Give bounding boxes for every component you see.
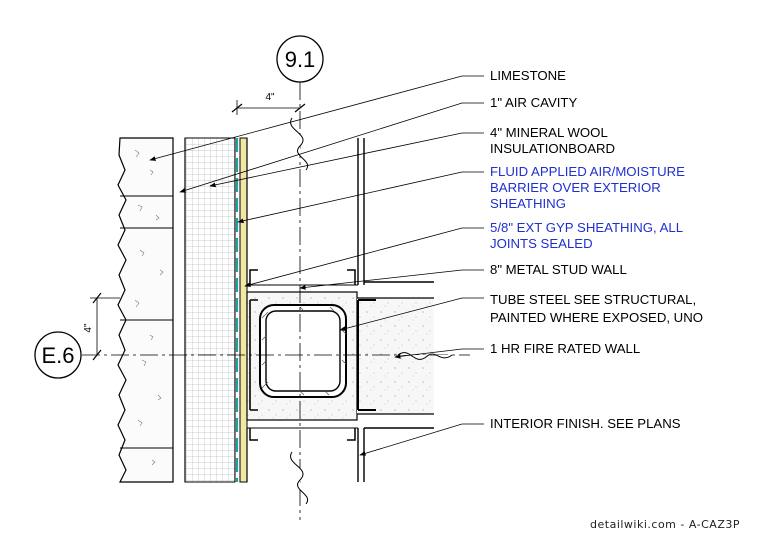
grid-bubble-horizontal: E.6 bbox=[34, 331, 82, 379]
dimension-left: 4" bbox=[83, 292, 120, 361]
note-interior-finish: INTERIOR FINISH. SEE PLANS bbox=[490, 416, 681, 431]
note-tube-steel: TUBE STEEL SEE STRUCTURAL, PAINTED WHERE… bbox=[490, 292, 703, 325]
leader-mineral-wool bbox=[209, 132, 484, 188]
note-metal-stud-wall: 8" METAL STUD WALL bbox=[490, 262, 627, 277]
watermark: detailwiki.com - A-CAZ3P bbox=[590, 518, 740, 531]
leader-tube-steel bbox=[339, 297, 484, 331]
leader-sheathing bbox=[244, 227, 484, 287]
grid-line-horizontal bbox=[82, 352, 470, 360]
note-mineral-wool: 4" MINERAL WOOL INSULATIONBOARD bbox=[490, 125, 615, 156]
note-ext-gyp-sheathing: 5/8" EXT GYP SHEATHING, ALL JOINTS SEALE… bbox=[490, 220, 686, 251]
note-fire-rated-wall: 1 HR FIRE RATED WALL bbox=[490, 341, 640, 356]
tube-steel-assembly bbox=[246, 291, 434, 441]
metal-stud-wall-upper bbox=[246, 138, 434, 286]
leader-air-cavity bbox=[179, 102, 484, 193]
leader-fire-wall bbox=[394, 348, 484, 359]
leader-interior-finish bbox=[359, 423, 484, 456]
leader-barrier bbox=[237, 171, 484, 224]
grid-bubble-vertical-label: 9.1 bbox=[285, 47, 316, 72]
note-limestone: LIMESTONE bbox=[490, 68, 566, 83]
grid-bubble-horizontal-label: E.6 bbox=[41, 343, 74, 368]
ext-gyp-sheathing bbox=[239, 137, 248, 483]
leader-stud-wall bbox=[299, 269, 484, 290]
dimension-left-label: 4" bbox=[83, 323, 94, 333]
note-air-cavity: 1" AIR CAVITY bbox=[490, 95, 577, 110]
leader-limestone bbox=[149, 75, 484, 161]
note-air-moisture-barrier: FLUID APPLIED AIR/MOISTURE BARRIER OVER … bbox=[490, 164, 689, 211]
mineral-wool-insulation bbox=[184, 137, 236, 483]
dimension-top: 4" bbox=[231, 92, 306, 115]
notes: LIMESTONE 1" AIR CAVITY 4" MINERAL WOOL … bbox=[490, 68, 703, 431]
grid-bubble-vertical: 9.1 bbox=[276, 35, 324, 83]
metal-stud-wall-lower bbox=[246, 428, 365, 482]
dimension-top-label: 4" bbox=[265, 92, 275, 103]
grid-line-vertical bbox=[290, 82, 309, 520]
leader-lines bbox=[149, 75, 484, 456]
limestone-panel bbox=[117, 137, 174, 483]
